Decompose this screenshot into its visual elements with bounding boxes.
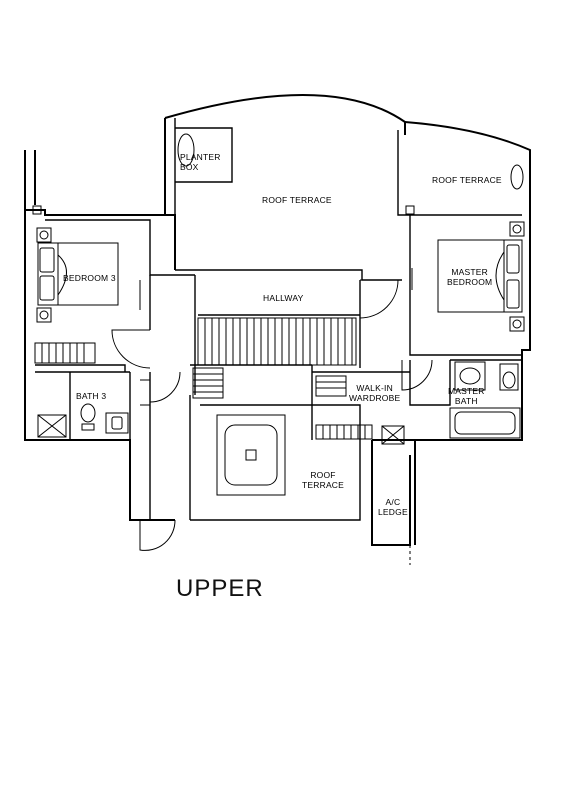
furniture (32, 133, 525, 565)
planter-box-label-line1: PLANTER (180, 152, 221, 162)
master-bath-label: MASTER BATH (448, 386, 485, 406)
ac-ledge-label-line2: LEDGE (378, 507, 408, 517)
roof-terrace-lower-label: ROOF TERRACE (302, 470, 344, 490)
walkin-wardrobe-label-line1: WALK-IN (356, 383, 393, 393)
master-bath-label-line2: BATH (454, 396, 478, 406)
staircase (192, 317, 357, 399)
roof-terrace-lower-label-line2: TERRACE (302, 480, 345, 490)
ac-ledge-label: A/C LEDGE (378, 497, 408, 517)
exterior-walls (24, 94, 531, 546)
bedroom3-label: BEDROOM 3 (63, 273, 116, 283)
master-bedroom-label: MASTER BEDROOM (447, 267, 492, 287)
planter-box-label: PLANTER BOX (180, 152, 221, 172)
master-bedroom-label-line2: BEDROOM (447, 277, 493, 287)
walkin-wardrobe-label-line2: WARDROBE (349, 393, 401, 403)
bath3-label: BATH 3 (76, 391, 107, 401)
roof-terrace-lower-label-line1: ROOF (310, 470, 336, 480)
roof-terrace-main-label: ROOF TERRACE (262, 195, 332, 205)
roof-terrace-right-label: ROOF TERRACE (432, 175, 502, 185)
ac-ledge-label-line1: A/C (385, 497, 401, 507)
master-bath-label-line1: MASTER (448, 386, 485, 396)
doors (111, 279, 433, 551)
walkin-wardrobe-label: WALK-IN WARDROBE (349, 383, 400, 403)
planter-box-label-line2: BOX (180, 162, 199, 172)
hallway-label: HALLWAY (263, 293, 304, 303)
floor-title: UPPER (176, 575, 264, 602)
master-bedroom-label-line1: MASTER (451, 267, 488, 277)
